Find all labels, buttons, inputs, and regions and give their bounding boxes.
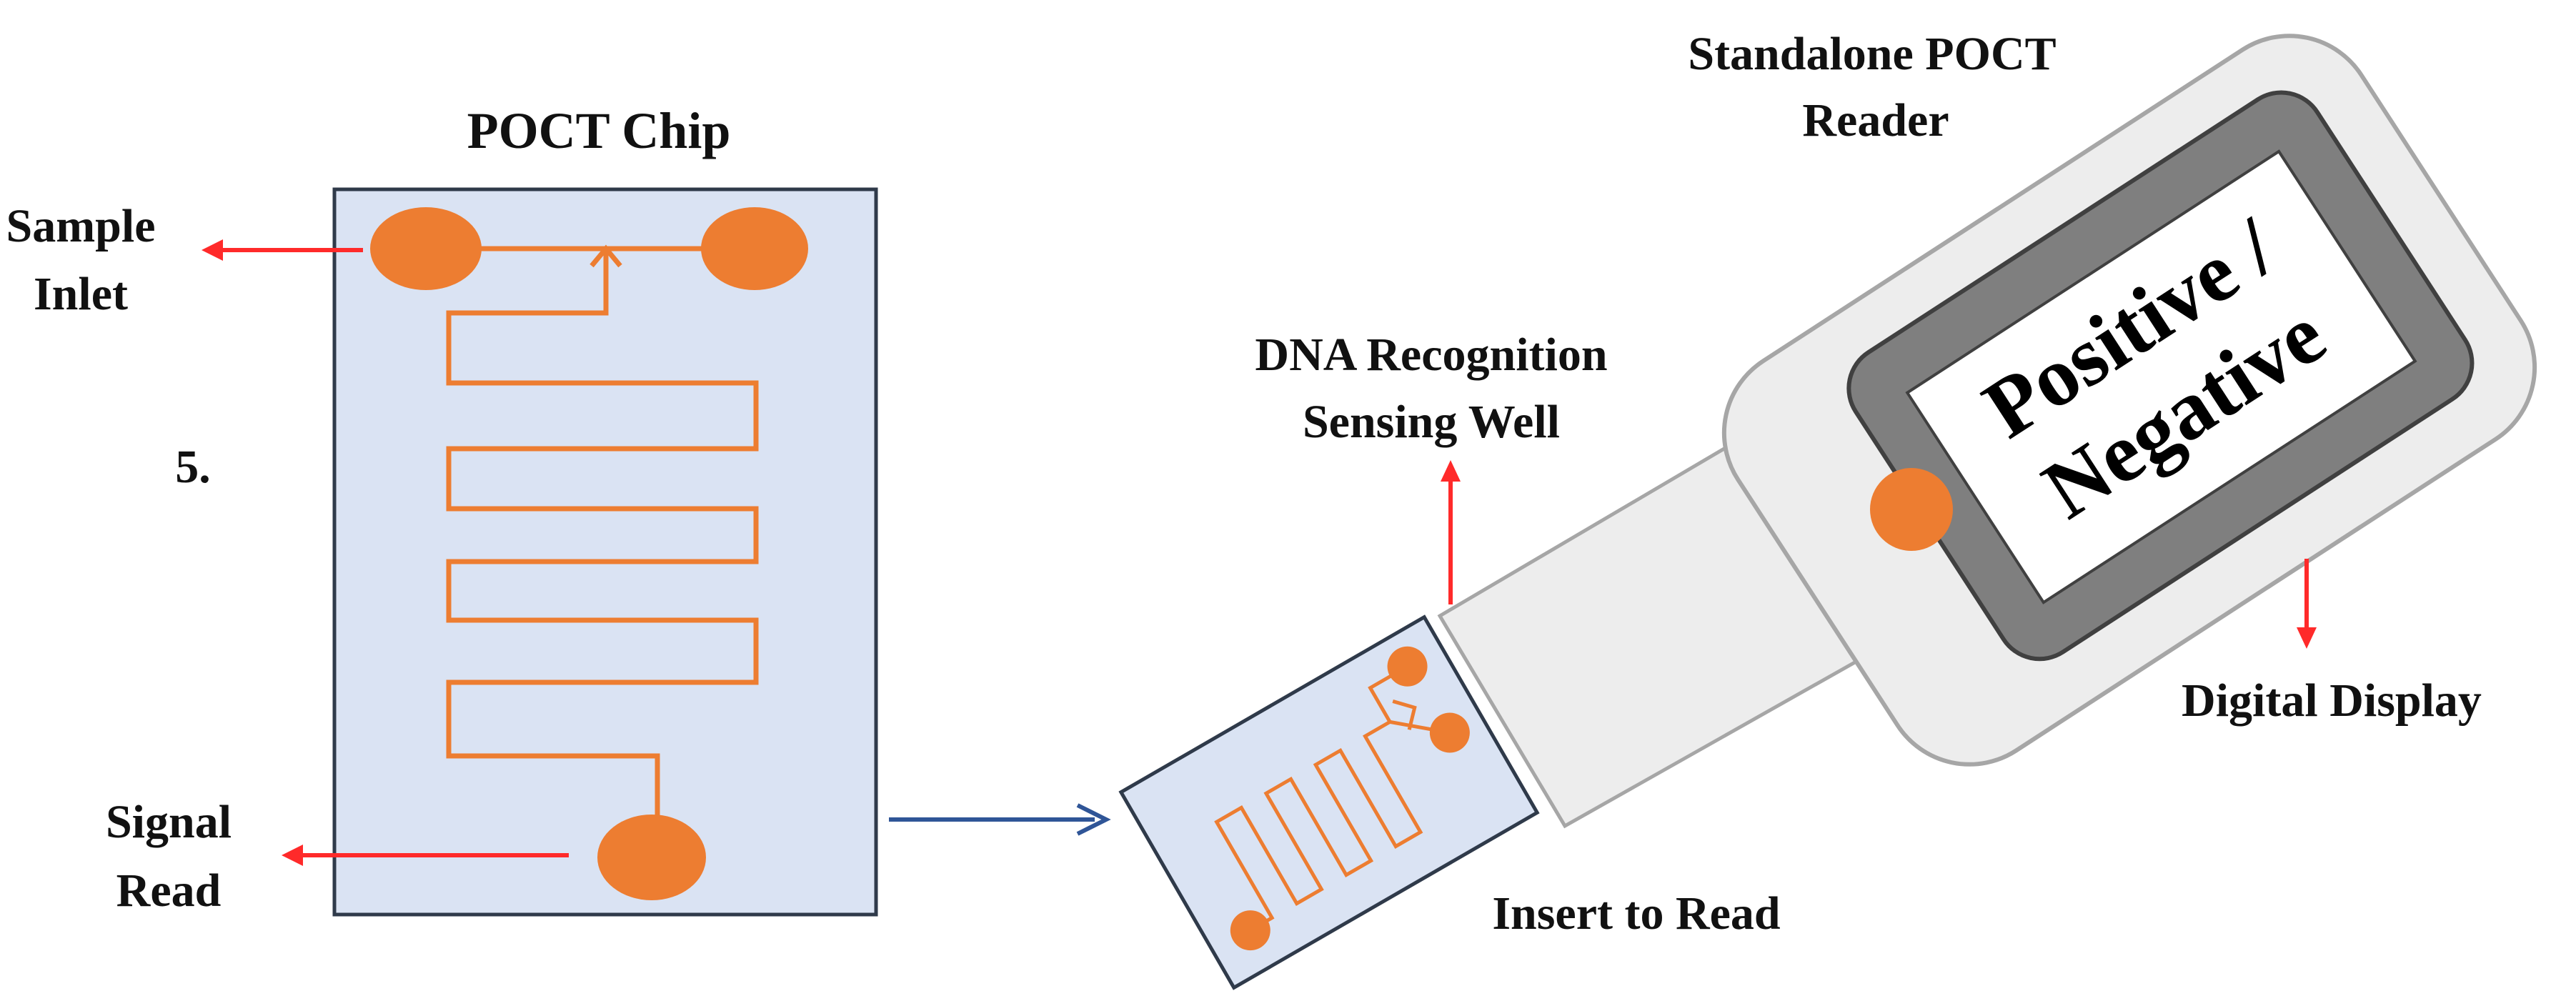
reader-title-line2: Reader: [1802, 94, 1949, 146]
signal-read-label-line2: Read: [116, 865, 222, 917]
poct-chip: [332, 187, 878, 917]
sample-inlet-label-line2: Inlet: [34, 268, 128, 320]
dna-recognition-label-line2: Sensing Well: [1303, 396, 1560, 448]
signal-read-label-line1: Signal: [106, 796, 232, 848]
sensing-well-arrow-icon: [1441, 460, 1461, 604]
signal-read-reservoir: [597, 815, 706, 900]
inserted-chip-body: [1118, 614, 1540, 990]
inserted-chip-reservoir-2: [1387, 646, 1428, 687]
dna-recognition-label-line1: DNA Recognition: [1255, 329, 1607, 381]
reader-title-line1: Standalone POCT: [1688, 28, 2056, 80]
power-button[interactable]: [1870, 468, 1953, 551]
flow-arrow-icon: [889, 803, 1111, 836]
signal-read-arrow-icon: [282, 845, 569, 866]
sample-inlet-label-line1: Sample: [6, 200, 155, 252]
inserted-chip-arrowhead-icon: [1392, 699, 1417, 730]
inserted-chip-reservoir-1: [1230, 910, 1270, 951]
digital-display-label: Digital Display: [2182, 674, 2482, 727]
insert-to-read-label: Insert to Read: [1492, 887, 1780, 940]
digital-display-arrow-icon: [2297, 559, 2317, 649]
sample-inlet-arrow-icon: [202, 239, 363, 261]
sample-inlet-reservoir: [370, 207, 482, 290]
channel-arrowhead-icon: [590, 244, 622, 268]
panel-number: 5.: [175, 441, 211, 493]
poct-chip-title: POCT Chip: [467, 102, 731, 159]
inserted-chip-reservoir-3: [1429, 712, 1470, 753]
poct-reader: Positive / Negative: [1437, 34, 2537, 829]
outlet-reservoir: [701, 207, 808, 290]
screen-area: [1905, 149, 2417, 604]
inserted-chip: [1118, 614, 1540, 990]
